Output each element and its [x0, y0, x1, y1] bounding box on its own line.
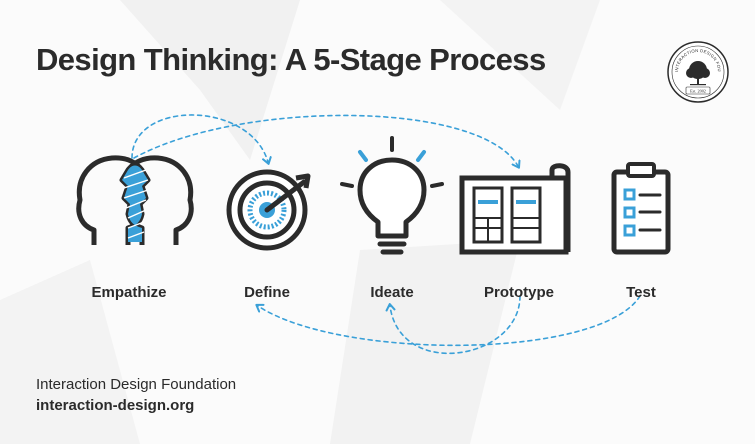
footer-website: interaction-design.org: [36, 397, 195, 414]
clipboard-checklist-icon: [611, 162, 671, 255]
stage-label-define: Define: [244, 284, 290, 301]
arrow-empathize-to-define: [131, 114, 272, 165]
arrow-prototype-to-ideate: [385, 295, 521, 355]
lightbulb-icon: [340, 136, 444, 255]
blueprint-scroll-icon: [459, 163, 571, 255]
two-heads-icon: [76, 155, 194, 245]
stage-label-test: Test: [626, 284, 656, 301]
flow-arrows: [131, 114, 641, 355]
stage-label-prototype: Prototype: [484, 284, 554, 301]
tree-icon: [686, 61, 710, 86]
target-with-arrow-icon: [226, 169, 311, 251]
footer-organization: Interaction Design Foundation: [36, 376, 237, 393]
page-title: Design Thinking: A 5-Stage Process: [36, 42, 546, 77]
arrow-empathize-to-prototype: [133, 114, 521, 169]
arrow-test-to-define: [255, 295, 641, 347]
svg-text:Est. 2002: Est. 2002: [690, 88, 706, 93]
stage-label-ideate: Ideate: [370, 284, 413, 301]
idf-seal-logo: INTERACTION DESIGN FOUNDATION Est. 2002: [666, 40, 729, 103]
stage-label-empathize: Empathize: [91, 284, 166, 301]
